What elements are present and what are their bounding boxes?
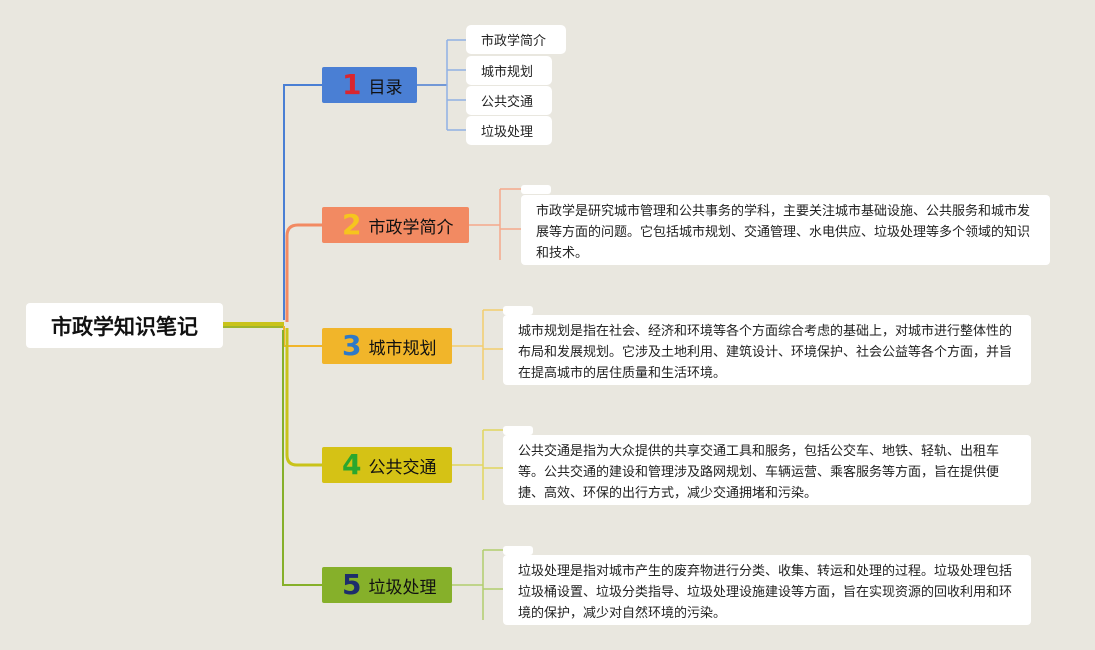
root-node[interactable]: 市政学知识笔记	[26, 303, 223, 348]
note-tab-4	[503, 426, 533, 435]
note-2[interactable]: 市政学是研究城市管理和公共事务的学科，主要关注城市基础设施、公共服务和城市发展等…	[521, 195, 1050, 265]
topic-label-1: 目录	[368, 77, 403, 98]
topic-number-1: 1	[342, 68, 362, 101]
topic-number-5: 5	[342, 568, 362, 601]
topic-node-1[interactable]: 1 目录	[322, 67, 417, 103]
note-3[interactable]: 城市规划是指在社会、经济和环境等各个方面综合考虑的基础上，对城市进行整体性的布局…	[503, 315, 1031, 385]
topic-label-5: 垃圾处理	[368, 577, 437, 598]
note-4[interactable]: 公共交通是指为大众提供的共享交通工具和服务，包括公交车、地铁、轻轨、出租车等。公…	[503, 435, 1031, 505]
topic-number-2: 2	[342, 208, 362, 241]
toc-item-1[interactable]: 市政学简介	[466, 25, 566, 54]
topic-label-2: 市政学简介	[368, 217, 454, 238]
toc-item-4[interactable]: 垃圾处理	[466, 116, 552, 145]
note-tab-2	[521, 185, 551, 194]
topic-label-3: 城市规划	[368, 338, 437, 359]
note-5[interactable]: 垃圾处理是指对城市产生的废弃物进行分类、收集、转运和处理的过程。垃圾处理包括垃圾…	[503, 555, 1031, 625]
topic-number-4: 4	[342, 448, 362, 481]
topic-number-3: 3	[342, 329, 362, 362]
topic-node-4[interactable]: 4 公共交通	[322, 447, 452, 483]
toc-item-3[interactable]: 公共交通	[466, 86, 552, 115]
topic-label-4: 公共交通	[368, 457, 437, 478]
topic-node-2[interactable]: 2 市政学简介	[322, 207, 469, 243]
note-tab-5	[503, 546, 533, 555]
toc-item-2[interactable]: 城市规划	[466, 56, 552, 85]
topic-node-5[interactable]: 5 垃圾处理	[322, 567, 452, 603]
note-tab-3	[503, 306, 533, 315]
topic-node-3[interactable]: 3 城市规划	[322, 328, 452, 364]
